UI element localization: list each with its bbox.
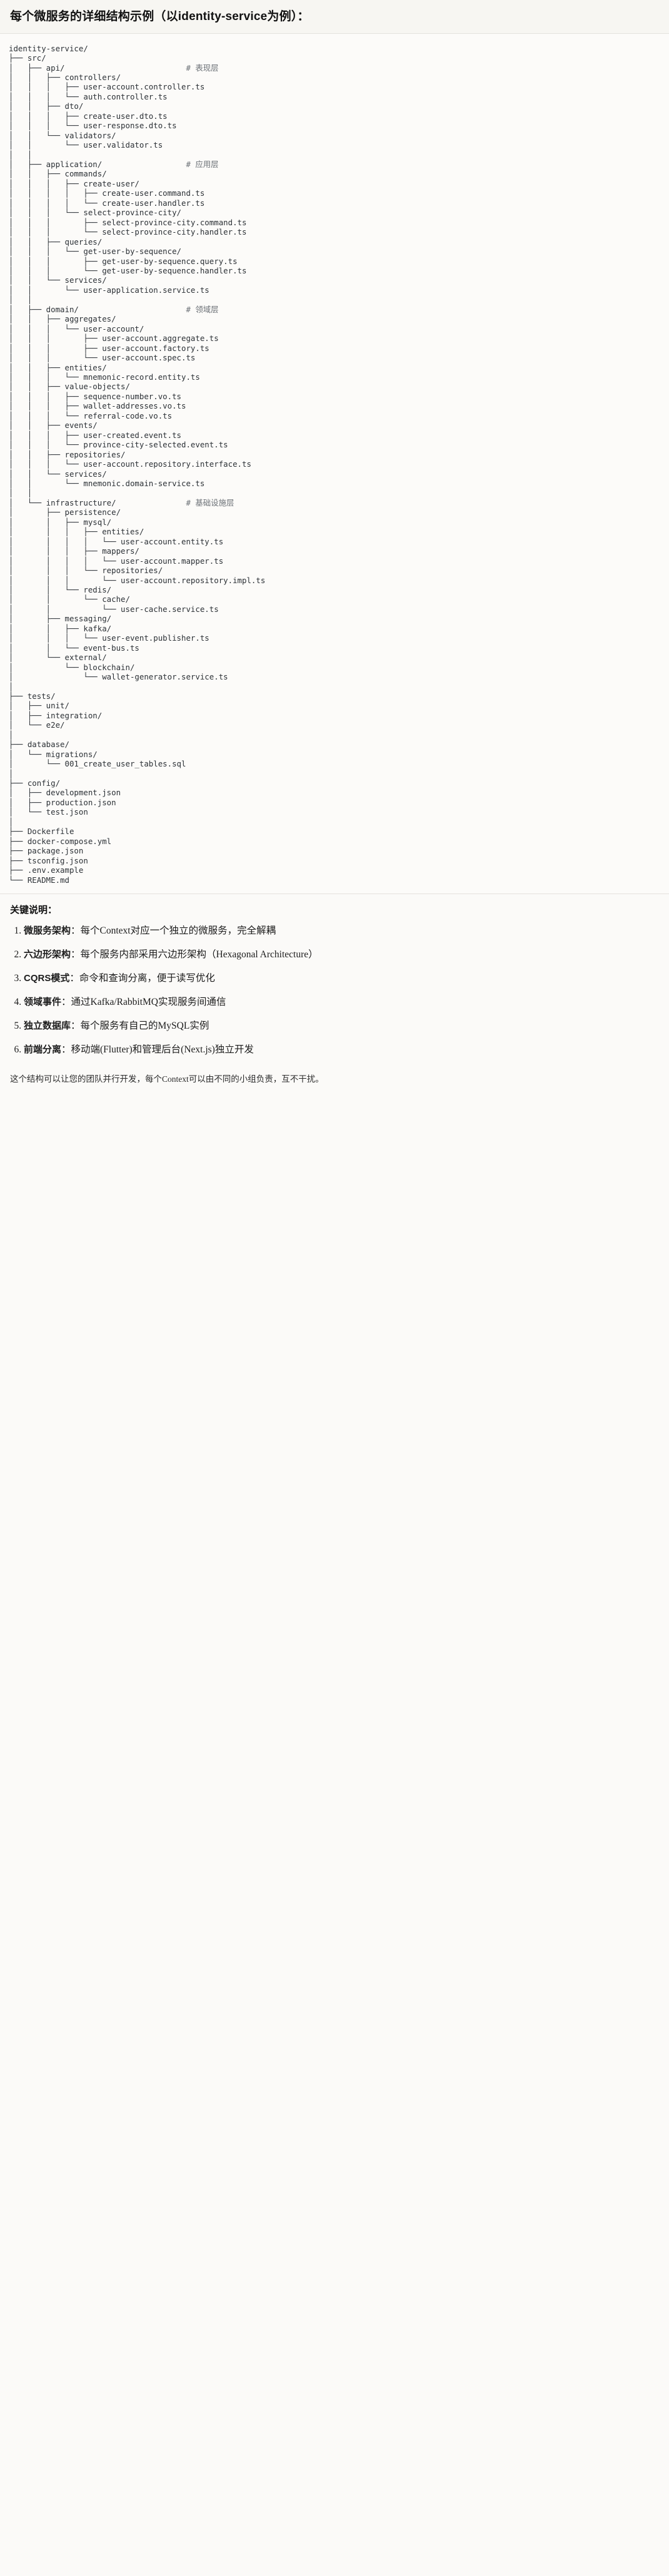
directory-tree-codeblock: identity-service/ ├── src/ │ ├── api/ # … [0,33,669,894]
note-desc: ：移动端(Flutter)和管理后台(Next.js)独立开发 [61,1044,254,1056]
directory-tree: identity-service/ ├── src/ │ ├── api/ # … [9,43,266,885]
note-item-6: 前端分离：移动端(Flutter)和管理后台(Next.js)独立开发 [24,1042,659,1057]
note-term: 独立数据库 [24,1021,71,1032]
note-item-3: CQRS模式：命令和查询分离，便于读写优化 [24,971,659,986]
page-title: 每个微服务的详细结构示例（以identity-service为例）： [0,0,669,34]
key-notes-title: 关键说明： [10,905,58,916]
note-item-2: 六边形架构：每个服务内部采用六边形架构（Hexagonal Architectu… [24,947,659,962]
note-desc: ：通过Kafka/RabbitMQ实现服务间通信 [61,997,226,1008]
note-term: 前端分离 [24,1044,62,1056]
note-desc: ：命令和查询分离，便于读写优化 [69,973,215,984]
note-term: CQRS模式 [24,973,70,984]
key-notes-section: 关键说明： 微服务架构：每个Context对应一个独立的微服务，完全解耦 六边形… [0,894,669,1070]
note-desc: ：每个Context对应一个独立的微服务，完全解耦 [71,925,276,937]
note-term: 领域事件 [24,997,62,1008]
document-page: 每个微服务的详细结构示例（以identity-service为例）： ident… [0,0,669,1096]
note-term: 微服务架构 [24,925,71,937]
note-term: 六边形架构 [24,949,71,960]
note-item-5: 独立数据库：每个服务有自己的MySQL实例 [24,1019,659,1034]
note-desc: ：每个服务有自己的MySQL实例 [71,1021,209,1032]
section-divider [0,893,669,895]
note-item-4: 领域事件：通过Kafka/RabbitMQ实现服务间通信 [24,995,659,1010]
closing-paragraph: 这个结构可以让您的团队并行开发，每个Context可以由不同的小组负责，互不干扰… [10,1074,324,1084]
key-notes-list: 微服务架构：每个Context对应一个独立的微服务，完全解耦 六边形架构：每个服… [10,924,659,1057]
note-desc: ：每个服务内部采用六边形架构（Hexagonal Architecture） [71,949,318,960]
note-item-1: 微服务架构：每个Context对应一个独立的微服务，完全解耦 [24,924,659,939]
